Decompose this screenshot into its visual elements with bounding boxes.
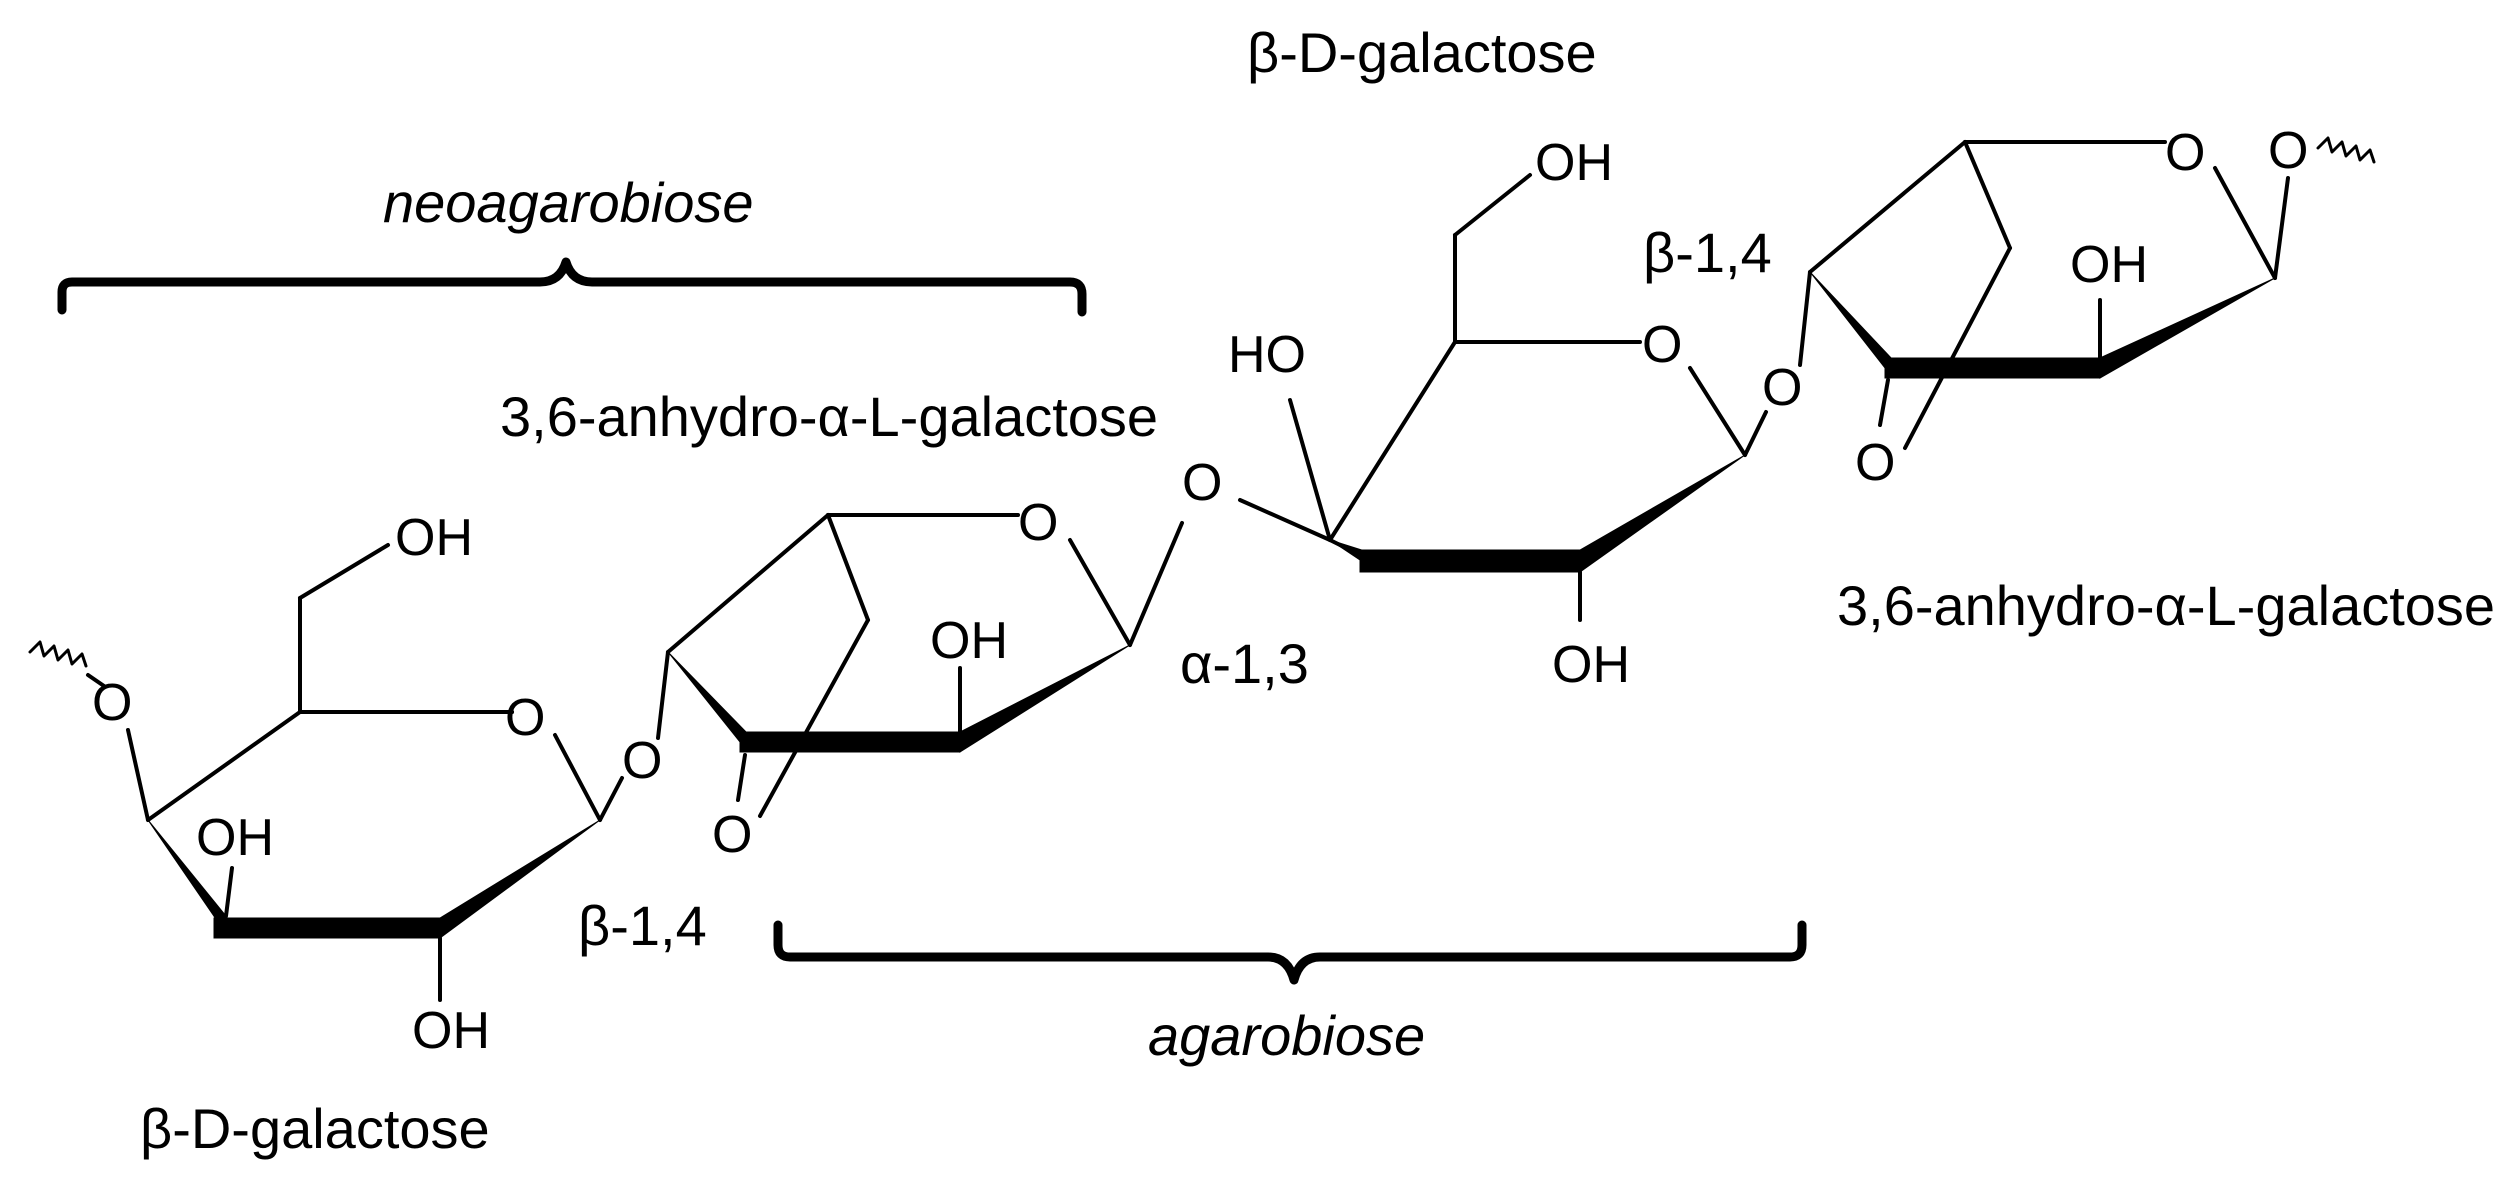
ring-oxygen: O [1018,494,1058,552]
hydroxyl-group: OH [196,809,274,867]
beta-1-4-linkage-left-label: β-1,4 [578,894,707,957]
agarobiose-label: agarobiose [1148,1004,1425,1067]
anhydro-bridge-oxygen: O [712,806,752,864]
hydroxyl-group: OH [1535,134,1613,192]
anhydro-bridge-oxygen: O [1855,434,1895,492]
hydroxyl-group: OH [412,1002,490,1060]
beta-d-galactose-top-label: β-D-galactose [1247,21,1597,84]
ring-beta-d-galactose-left: O O OH OH OH [28,509,624,1060]
hydroxyl-group: OH [930,612,1008,670]
agarobiose-brace [773,920,1807,985]
ring-oxygen: O [505,689,545,747]
neoagarobiose-label: neoagarobiose [383,171,754,234]
glycosidic-oxygen-chain-end: O [2268,122,2308,180]
beta-1-4-linkage-right-label: β-1,4 [1643,221,1772,284]
glycosidic-oxygen-beta-1-4-right: O [1762,359,1802,417]
hydroxyl-group: OH [1552,636,1630,694]
hydroxyl-group: OH [395,509,473,567]
beta-d-galactose-bottom-label: β-D-galactose [140,1097,490,1160]
ring-oxygen: O [2165,124,2205,182]
anhydro-galactose-right-label: 3,6-anhydro-α-L-galactose [1837,574,2495,637]
hydroxyl-group: HO [1228,326,1306,384]
alpha-1-3-linkage-label: α-1,3 [1180,632,1309,695]
hydroxyl-group: OH [2070,236,2148,294]
ring-oxygen: O [1642,316,1682,374]
anhydro-galactose-left-label: 3,6-anhydro-α-L-galactose [500,385,1158,448]
chain-end-squiggle-left [28,640,88,668]
glycosidic-oxygen-alpha-1-3: O [1182,454,1222,512]
oxygen-atom: O [92,674,132,732]
glycosidic-oxygen-beta-1-4: O [622,732,662,790]
ring-anhydro-galactose-left: O O OH [666,494,1132,864]
ring-beta-d-galactose-right: O HO OH OH [1228,134,1747,694]
ring-anhydro-galactose-right: O O OH O [1808,122,2376,492]
chain-end-squiggle-right [2316,136,2376,164]
neoagarobiose-brace [57,257,1087,317]
